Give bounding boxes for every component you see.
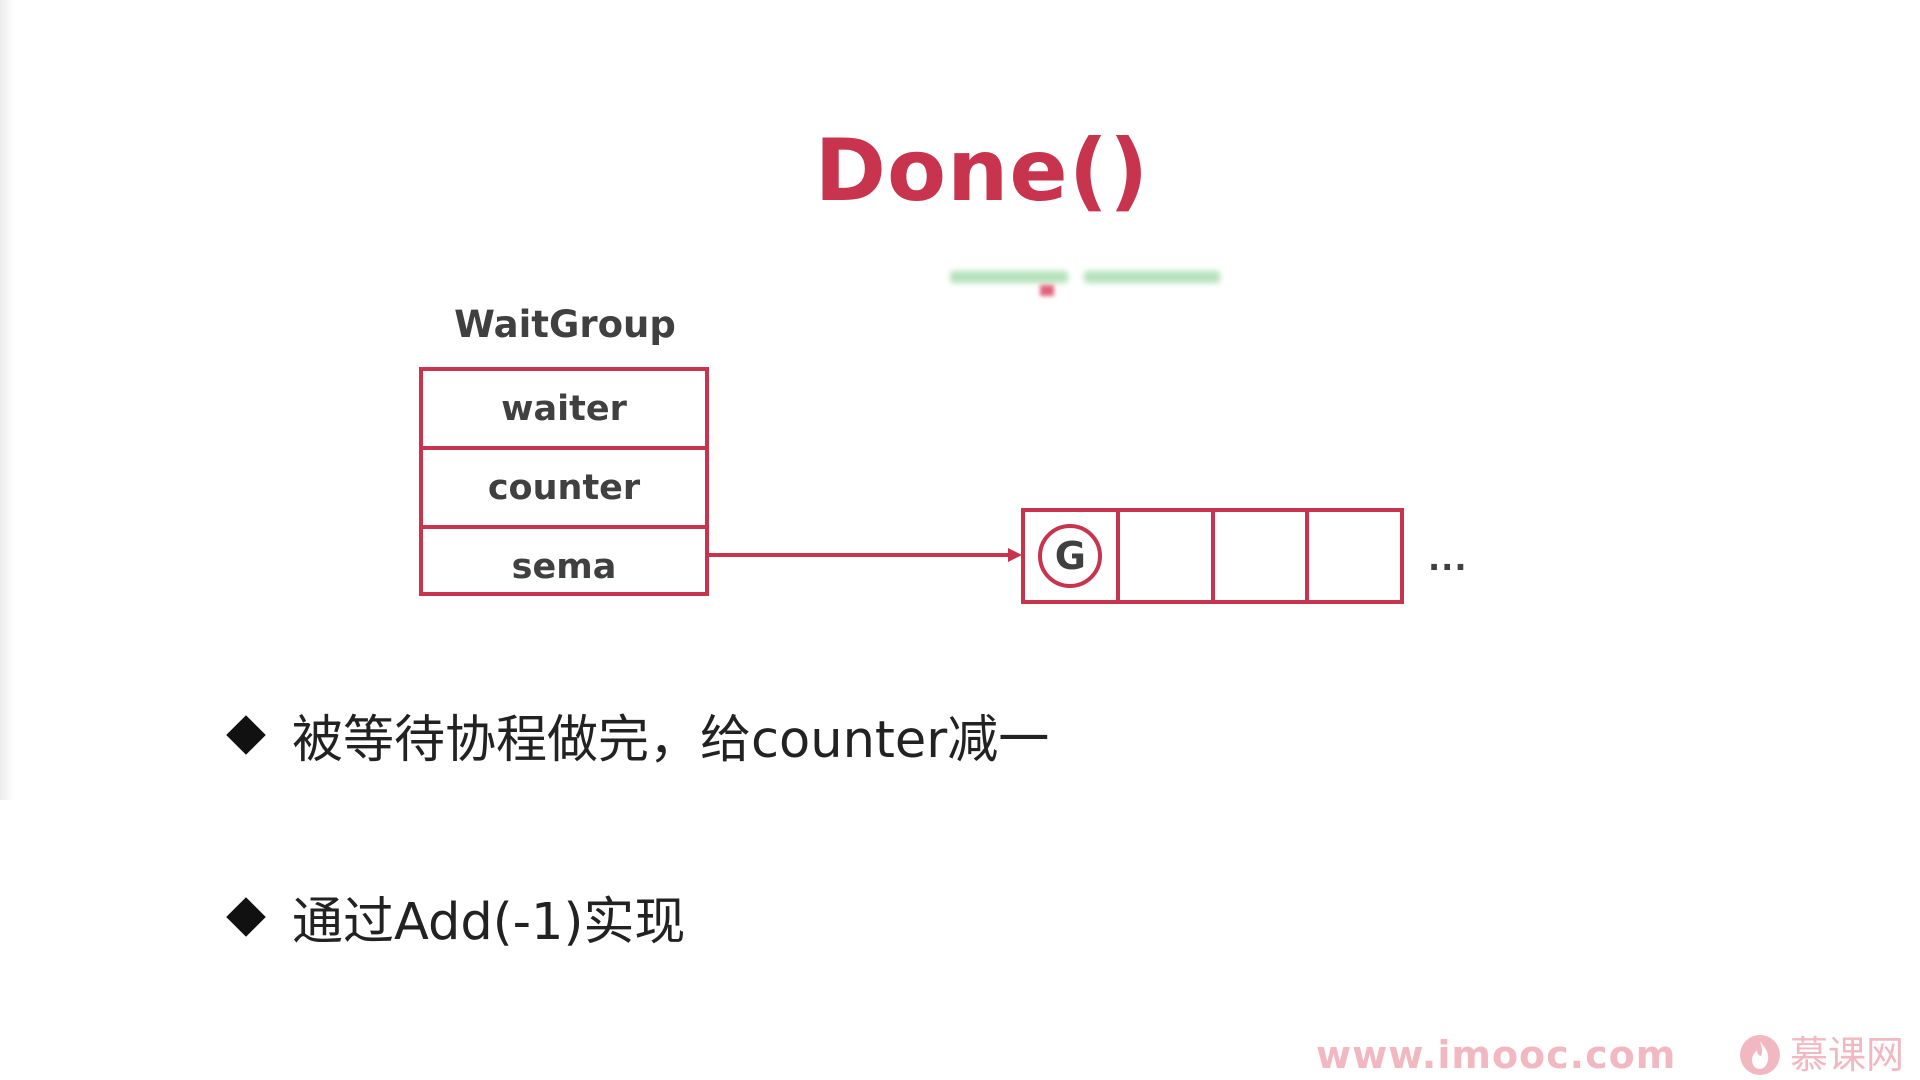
waitgroup-struct-box: waiter counter sema: [419, 367, 709, 596]
queue-ellipsis: ...: [1428, 540, 1468, 578]
watermark-logo-text: 慕课网: [1790, 1033, 1905, 1077]
blurred-annotation: [950, 271, 1068, 283]
diamond-bullet-icon: [226, 897, 266, 937]
semaphore-wait-queue: G: [1021, 508, 1404, 604]
queue-slot: [1309, 512, 1400, 600]
struct-name: WaitGroup: [454, 303, 676, 346]
bullet-item: 通过Add(-1)实现: [226, 880, 685, 954]
bullet-item: 被等待协程做完，给counter减一: [226, 698, 1049, 772]
watermark-logo: 慕课网: [1738, 1033, 1904, 1077]
blurred-annotation-dot: [1040, 285, 1054, 296]
queue-slot: [1215, 512, 1310, 600]
struct-field-sema: sema: [511, 546, 617, 587]
sema-to-queue-arrow: [708, 548, 1022, 562]
queue-slot: G: [1025, 512, 1120, 600]
left-edge-shade: [0, 0, 14, 800]
diamond-bullet-icon: [226, 715, 266, 755]
struct-field-waiter: waiter: [423, 371, 705, 450]
slide-title: Done(): [814, 121, 1150, 221]
bullet-text: 通过Add(-1)实现: [292, 893, 686, 952]
bullet-text: 被等待协程做完，给counter减一: [292, 711, 1050, 770]
flame-logo-icon: [1740, 1035, 1780, 1075]
blurred-annotation: [1084, 271, 1220, 283]
queue-slot: [1120, 512, 1215, 600]
watermark-url: www.imooc.com: [1316, 1033, 1677, 1077]
arrow-head: [1008, 548, 1022, 562]
goroutine-circle: G: [1038, 524, 1103, 588]
struct-field-counter: counter: [423, 450, 705, 529]
